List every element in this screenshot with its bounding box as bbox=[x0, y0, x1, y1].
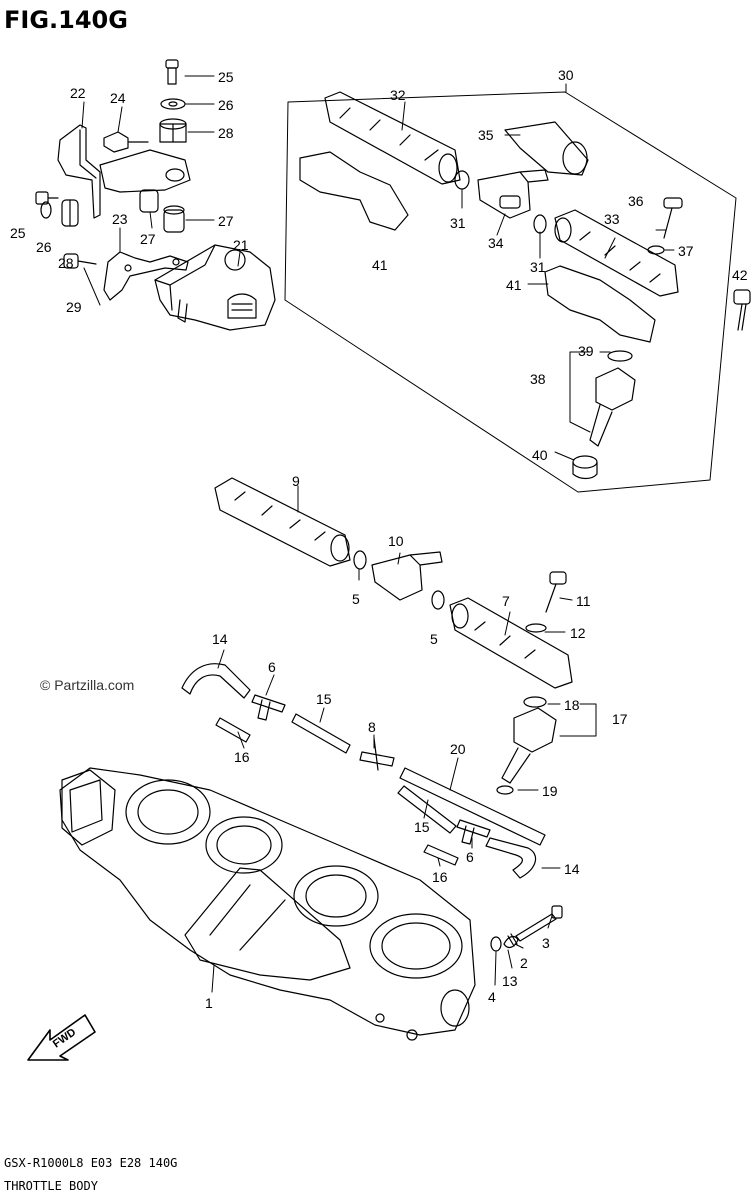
callout-c3: 3 bbox=[542, 935, 550, 951]
callout-c8: 8 bbox=[368, 719, 376, 735]
mounting-bolt-42 bbox=[733, 289, 751, 331]
callout-c12: 12 bbox=[570, 625, 586, 641]
callout-c2: 2 bbox=[520, 955, 528, 971]
callout-c6a: 6 bbox=[268, 659, 276, 675]
callout-c25a: 25 bbox=[218, 69, 234, 85]
adjuster-screw-set bbox=[490, 905, 563, 952]
throttle-position-sensor-group bbox=[35, 59, 276, 331]
callout-c40: 40 bbox=[532, 447, 548, 463]
callout-c31a: 31 bbox=[450, 215, 466, 231]
callout-c39: 39 bbox=[578, 343, 594, 359]
callout-c7: 7 bbox=[502, 593, 510, 609]
callout-c1: 1 bbox=[205, 995, 213, 1011]
watermark: © Partzilla.com bbox=[40, 677, 134, 693]
vacuum-hose-group bbox=[181, 663, 546, 879]
callout-c25b: 25 bbox=[10, 225, 26, 241]
callout-c26b: 26 bbox=[36, 239, 52, 255]
callout-c18: 18 bbox=[564, 697, 580, 713]
callout-c24: 24 bbox=[110, 90, 126, 106]
callout-c13: 13 bbox=[502, 973, 518, 989]
callout-c33: 33 bbox=[604, 211, 620, 227]
callout-c37: 37 bbox=[678, 243, 694, 259]
callout-c31b: 31 bbox=[530, 259, 546, 275]
figure-title: FIG.140G bbox=[4, 6, 128, 34]
callout-c26a: 26 bbox=[218, 97, 234, 113]
callout-c38: 38 bbox=[530, 371, 546, 387]
callout-c41b: 41 bbox=[506, 277, 522, 293]
callout-c27b: 27 bbox=[218, 213, 234, 229]
callout-c36: 36 bbox=[628, 193, 644, 209]
callout-c35: 35 bbox=[478, 127, 494, 143]
callout-c21: 21 bbox=[233, 237, 249, 253]
callout-c15b: 15 bbox=[414, 819, 430, 835]
callout-c5b: 5 bbox=[430, 631, 438, 647]
callout-c17: 17 bbox=[612, 711, 628, 727]
callout-c5a: 5 bbox=[352, 591, 360, 607]
callout-c32: 32 bbox=[390, 87, 406, 103]
callout-c30: 30 bbox=[558, 67, 574, 83]
callout-c14a: 14 bbox=[212, 631, 228, 647]
callout-c42: 42 bbox=[732, 267, 748, 283]
callout-c41a: 41 bbox=[372, 257, 388, 273]
primary-fuel-rail-group bbox=[214, 477, 573, 795]
callout-c28a: 28 bbox=[218, 125, 234, 141]
callout-c15a: 15 bbox=[316, 691, 332, 707]
leader-lines bbox=[81, 75, 675, 993]
throttle-body-main bbox=[59, 767, 476, 1041]
callout-c20: 20 bbox=[450, 741, 466, 757]
callout-c16a: 16 bbox=[234, 749, 250, 765]
callout-c16b: 16 bbox=[432, 869, 448, 885]
forward-direction-arrow: FWD bbox=[27, 1014, 96, 1061]
callout-c28b: 28 bbox=[58, 255, 74, 271]
callout-c23: 23 bbox=[112, 211, 128, 227]
injector-group-outline bbox=[284, 91, 737, 493]
callout-c14b: 14 bbox=[564, 861, 580, 877]
callout-c6b: 6 bbox=[466, 849, 474, 865]
callout-c4: 4 bbox=[488, 989, 496, 1005]
callout-c27a: 27 bbox=[140, 231, 156, 247]
callout-c10: 10 bbox=[388, 533, 404, 549]
footer-model-code: GSX-R1000L8 E03 E28 140G bbox=[4, 1156, 177, 1170]
secondary-injector-group bbox=[299, 91, 683, 480]
callout-c19: 19 bbox=[542, 783, 558, 799]
footer-section-name: THROTTLE BODY bbox=[4, 1179, 99, 1193]
callout-c22: 22 bbox=[70, 85, 86, 101]
callout-c34: 34 bbox=[488, 235, 504, 251]
callout-c29: 29 bbox=[66, 299, 82, 315]
callout-c9: 9 bbox=[292, 473, 300, 489]
callout-c11: 11 bbox=[576, 593, 591, 609]
